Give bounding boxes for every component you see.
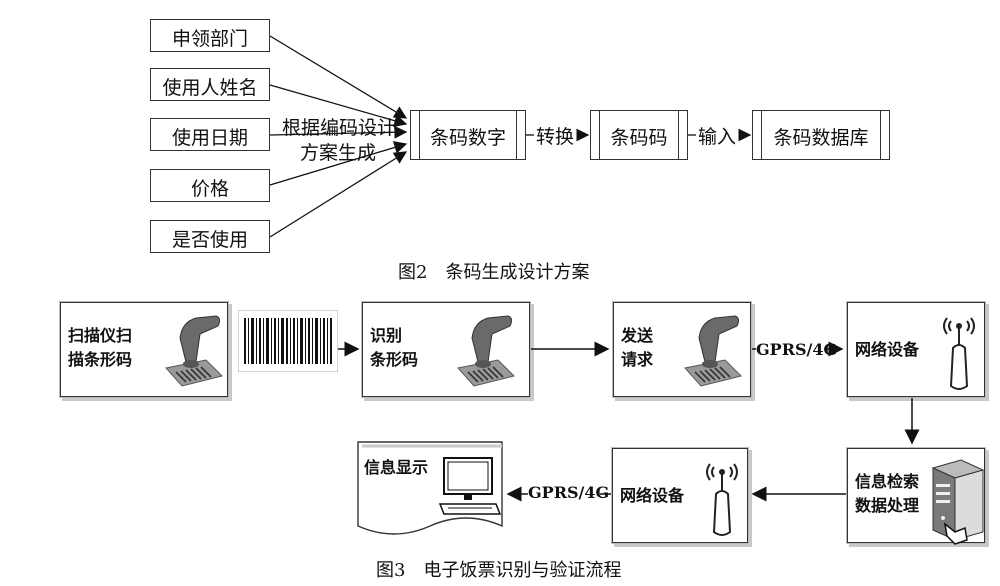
computer-icon (438, 457, 502, 515)
barcode-scanner-icon (684, 315, 742, 387)
input-label-price: 价格 (190, 178, 229, 200)
step-barcode: 条码码 (590, 110, 688, 160)
input-box-price: 价格 (150, 169, 270, 202)
antenna-icon (943, 317, 975, 390)
input-box-user-name: 使用人姓名 (150, 68, 270, 101)
edge-convert-label: 转换 (536, 126, 575, 148)
step-barcode-label: 条码码 (610, 127, 668, 149)
barcode-scanner-icon (165, 315, 223, 387)
step-barcode-database-label: 条码数据库 (773, 127, 869, 149)
node-scan: 扫描仪扫 描条形码 (59, 301, 229, 398)
node-retrieval-processing: 信息检索 数据处理 (846, 447, 986, 545)
edge-gprs-label-1: GPRS/4G (756, 340, 838, 359)
node-send-request: 发送 请求 (612, 301, 752, 398)
node-recognize: 识别 条形码 (361, 301, 531, 398)
input-box-department: 申领部门 (150, 19, 270, 52)
input-label-department: 申领部门 (171, 28, 248, 50)
node-retrieval-processing-label: 信息检索 数据处理 (855, 472, 920, 515)
barcode-image (238, 310, 338, 372)
node-network-device-1: 网络设备 (846, 301, 986, 398)
edge-input-label: 输入 (698, 126, 737, 148)
node-scan-label: 扫描仪扫 描条形码 (68, 326, 133, 369)
server-icon (931, 459, 985, 545)
node-network-device-2-label: 网络设备 (620, 486, 685, 505)
input-box-used-flag: 是否使用 (150, 220, 270, 253)
antenna-icon (706, 463, 738, 536)
node-send-request-label: 发送 请求 (621, 326, 654, 369)
step-barcode-digits: 条码数字 (410, 110, 526, 160)
edge-gprs-label-2: GPRS/4G (528, 483, 610, 502)
input-label-used-flag: 是否使用 (171, 229, 248, 251)
node-recognize-label: 识别 条形码 (370, 326, 419, 369)
input-label-user-name: 使用人姓名 (162, 77, 258, 99)
figure-3-caption: 图3 电子饭票识别与验证流程 (376, 560, 622, 581)
figure-2-caption: 图2 条码生成设计方案 (398, 262, 590, 283)
input-box-use-date: 使用日期 (150, 118, 270, 151)
step-barcode-database: 条码数据库 (752, 110, 890, 160)
step-barcode-digits-label: 条码数字 (429, 127, 506, 149)
node-info-display-label: 信息显示 (364, 458, 429, 477)
barcode-scanner-icon (457, 315, 515, 387)
node-network-device-1-label: 网络设备 (855, 340, 920, 359)
node-network-device-2: 网络设备 (611, 447, 749, 544)
input-label-use-date: 使用日期 (171, 127, 248, 149)
